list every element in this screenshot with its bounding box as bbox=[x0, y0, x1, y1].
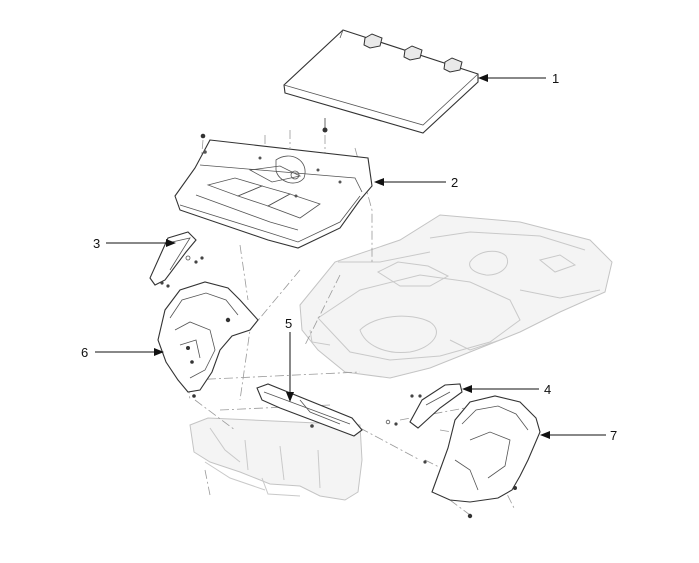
part-5-transverse-trim bbox=[256, 383, 363, 437]
part-4-bracket-right bbox=[385, 383, 463, 429]
part-1-luggage-cover bbox=[283, 29, 479, 134]
callout-label-2: 2 bbox=[451, 175, 458, 190]
callout-2: 2 bbox=[374, 175, 458, 190]
callout-4: 4 bbox=[462, 382, 551, 397]
rear-panel-ghost bbox=[189, 417, 363, 501]
part-2-luggage-tray bbox=[174, 133, 373, 249]
callout-label-7: 7 bbox=[610, 428, 617, 443]
part-7-side-trim-right bbox=[423, 395, 541, 519]
callout-label-5: 5 bbox=[285, 316, 292, 331]
part-3-bracket-left bbox=[149, 231, 204, 288]
callout-7: 7 bbox=[540, 428, 617, 443]
callout-label-1: 1 bbox=[552, 71, 559, 86]
callout-3: 3 bbox=[93, 236, 176, 251]
callout-5: 5 bbox=[285, 316, 294, 402]
part-6-side-trim-left bbox=[157, 281, 259, 398]
callout-6: 6 bbox=[81, 345, 164, 360]
callout-label-4: 4 bbox=[544, 382, 551, 397]
vehicle-body-ghost bbox=[299, 214, 613, 379]
callout-label-6: 6 bbox=[81, 345, 88, 360]
callout-label-3: 3 bbox=[93, 236, 100, 251]
callout-1: 1 bbox=[478, 71, 559, 86]
